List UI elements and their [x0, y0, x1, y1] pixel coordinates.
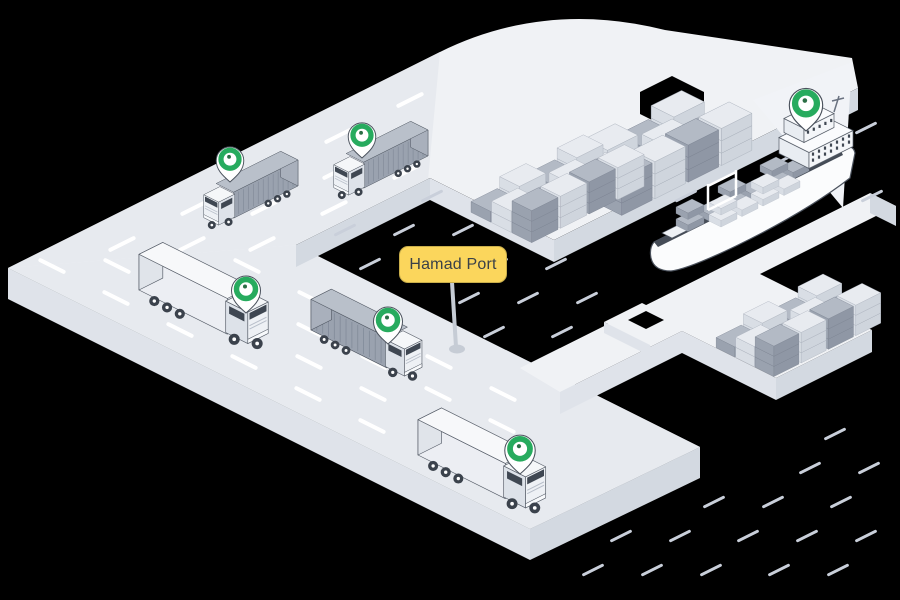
cargo-ship[interactable]: [649, 95, 856, 272]
sign-pole: [449, 280, 465, 354]
ship-windows: [806, 118, 851, 162]
small-jetty: [604, 303, 688, 356]
port-name-label: Hamad Port: [409, 255, 497, 273]
ship-crane-frame: [706, 170, 738, 212]
port-name-sign[interactable]: Hamad Port: [399, 246, 507, 283]
